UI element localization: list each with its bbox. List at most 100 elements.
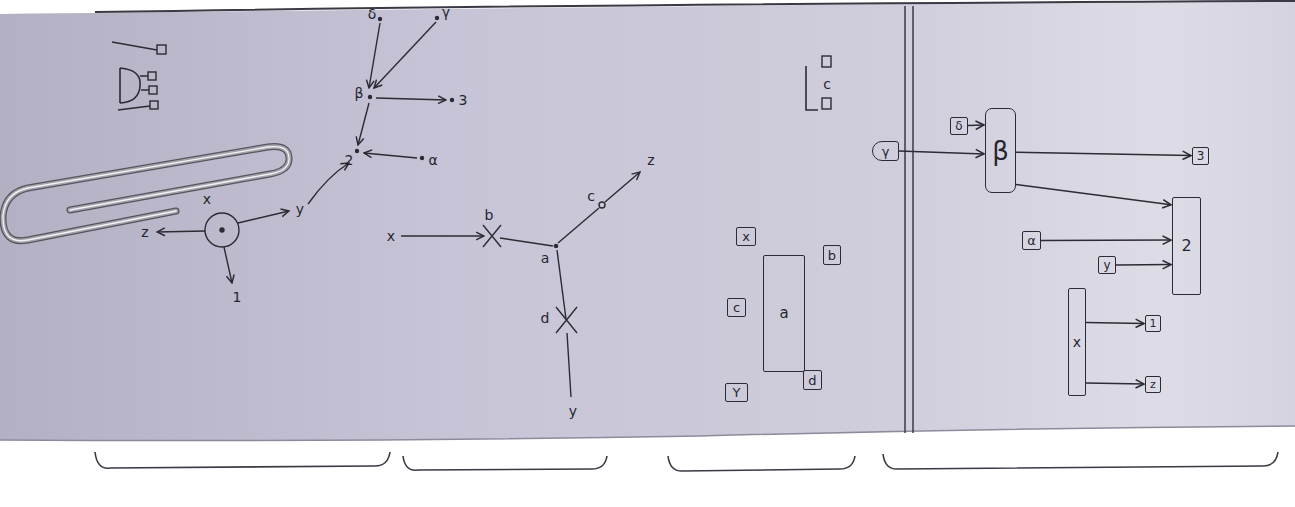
flow-arrow	[1041, 239, 1171, 241]
paperclip	[3, 147, 289, 241]
graph-label: b	[485, 208, 494, 222]
flow-arrow	[1116, 264, 1171, 266]
bracket	[403, 456, 607, 470]
box-label: x	[742, 230, 750, 243]
graph-arrow	[369, 23, 380, 88]
graph-label: a	[541, 251, 550, 265]
sketch-box: y	[1098, 256, 1116, 274]
box-label: 2	[1181, 238, 1191, 254]
graph-arrow	[224, 247, 232, 283]
box-label: 1	[1150, 318, 1157, 329]
graph-point	[436, 17, 439, 20]
graph-point	[554, 244, 557, 247]
graph-arrow	[364, 153, 417, 158]
graph-arrow	[605, 172, 640, 202]
graph-arrow	[358, 103, 369, 145]
graph-arrow	[238, 211, 289, 223]
layout-icon	[806, 66, 818, 110]
flow-arrow	[1086, 382, 1144, 384]
graph-line	[500, 238, 553, 246]
cross-mark	[483, 225, 501, 247]
graph-arrow	[157, 231, 205, 232]
layout-icon	[120, 68, 140, 103]
graph-label: δ	[368, 7, 377, 21]
graph-point	[220, 228, 224, 232]
graph-arrow	[308, 163, 349, 204]
sketch-box: α	[1022, 231, 1041, 250]
flow-arrow	[1016, 185, 1171, 205]
graph-line	[567, 333, 571, 397]
sketch-box: x	[1068, 288, 1086, 396]
sketch-box: β	[985, 108, 1016, 193]
sketch-box: Y	[725, 383, 748, 402]
graph-label: z	[141, 225, 148, 239]
graph-line	[557, 250, 566, 319]
graph-line	[558, 208, 599, 243]
graph-label: y	[296, 202, 304, 216]
sketch-box: 1	[1145, 315, 1161, 332]
sketch-box: 2	[1172, 197, 1201, 295]
graph-point	[369, 96, 372, 99]
graph-label: 1	[233, 290, 242, 304]
graph-point	[356, 150, 359, 153]
cross-mark	[556, 307, 577, 333]
graph-label: x	[387, 229, 395, 243]
graph-label: c	[823, 77, 831, 91]
layout-icon	[822, 56, 831, 67]
flow-arrow	[968, 124, 984, 126]
bracket	[95, 452, 390, 468]
graph-label: β	[355, 86, 364, 100]
sketch-box: a	[763, 255, 805, 372]
graph-label: γ	[442, 5, 450, 19]
sketch-box: b	[823, 245, 841, 265]
box-label: a	[779, 306, 788, 321]
paper-sheet	[0, 0, 1295, 441]
box-label: α	[1027, 234, 1036, 247]
paper-edge	[95, 1, 1295, 12]
box-label: Y	[733, 386, 741, 399]
graph-label: c	[587, 189, 595, 203]
graph-point	[451, 99, 454, 102]
graph-arrow	[374, 22, 436, 88]
box-label: x	[1073, 335, 1081, 349]
sketch-box: c	[727, 298, 746, 317]
box-label: β	[992, 138, 1009, 164]
paper-edge	[0, 426, 1295, 441]
bracket	[668, 456, 855, 471]
flow-arrow	[1016, 152, 1191, 155]
box-label: z	[1150, 379, 1156, 390]
layout-icon	[148, 72, 156, 80]
box-label: d	[808, 374, 816, 387]
sketch-box: d	[803, 370, 822, 390]
graph-circle	[205, 213, 239, 247]
box-label: b	[828, 249, 836, 262]
box-label: c	[733, 301, 740, 314]
graph-label: 3	[459, 93, 468, 107]
graph-label: x	[203, 192, 211, 206]
sketch-box: γ	[872, 141, 899, 161]
graph-arrow	[401, 235, 484, 236]
flow-arrow	[899, 151, 984, 154]
graph-arrow	[376, 98, 446, 100]
sketch-box: z	[1145, 376, 1161, 393]
graph-label: d	[541, 311, 550, 325]
box-label: δ	[955, 120, 962, 132]
paperclip	[3, 147, 289, 241]
graph-point	[379, 18, 382, 21]
graph-label: α	[428, 153, 437, 167]
box-label: 3	[1197, 150, 1205, 162]
graph-label: z	[647, 153, 654, 167]
layout-icon	[112, 42, 157, 50]
paperclip	[3, 147, 289, 241]
graph-point	[599, 202, 605, 208]
layout-icon	[150, 101, 158, 109]
layout-icon	[822, 98, 831, 109]
layout-icon	[157, 45, 166, 54]
sketch-box: δ	[950, 117, 968, 135]
box-label: γ	[882, 145, 890, 158]
graph-label: y	[569, 404, 577, 418]
sketch-box: 3	[1192, 147, 1209, 165]
